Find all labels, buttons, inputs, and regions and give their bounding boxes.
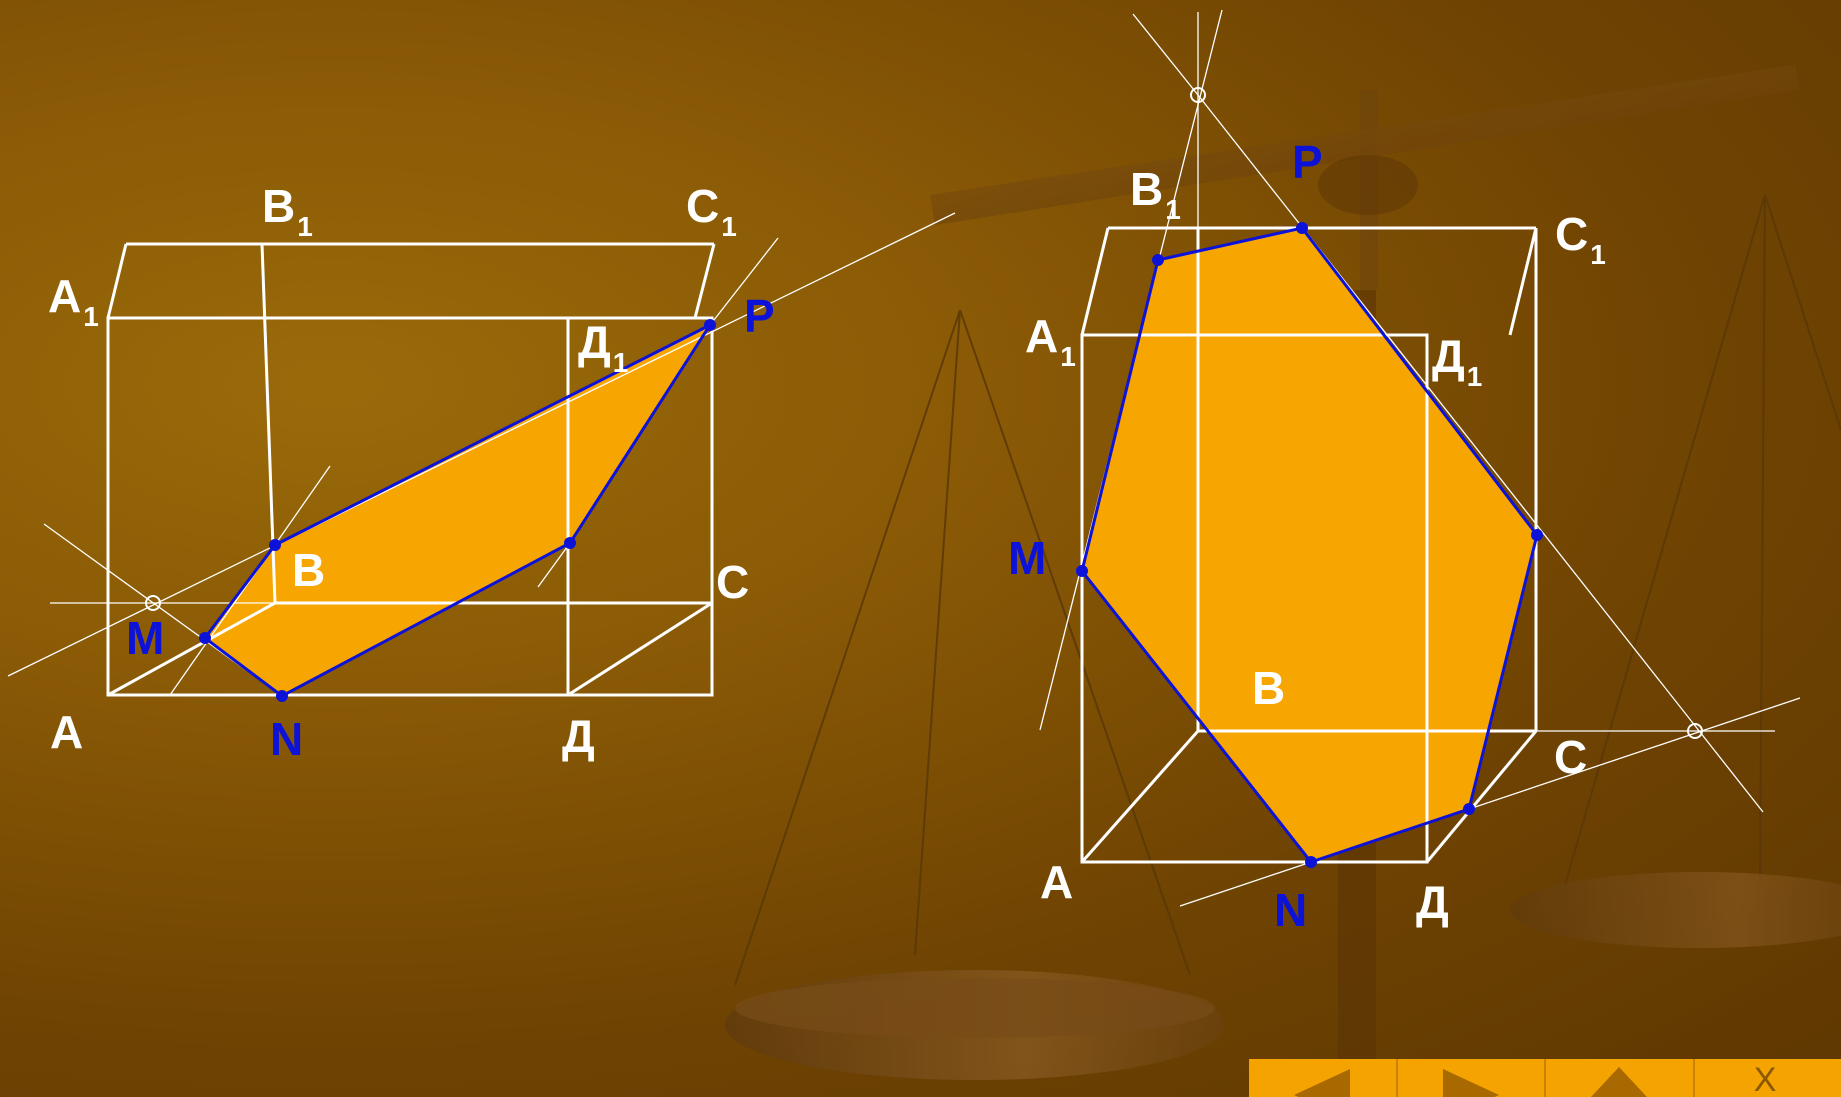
- right-label-D: Д: [1416, 876, 1449, 928]
- left-section-edges: [202, 321, 715, 698]
- left-label-A: A: [50, 706, 83, 758]
- home-button[interactable]: [1546, 1059, 1695, 1097]
- close-button[interactable]: X: [1695, 1059, 1841, 1097]
- slide-navigation-bar: X: [1249, 1059, 1841, 1097]
- right-points: [1076, 87, 1703, 868]
- left-label-P: P: [744, 290, 775, 342]
- svg-text:C1: C1: [1555, 208, 1606, 270]
- triangle-right-icon: [1442, 1069, 1499, 1097]
- right-label-P: P: [1292, 136, 1323, 188]
- right-figure: A1 B1 C1 Д1 A B C Д M N P: [1008, 9, 1801, 936]
- close-icon: X: [1753, 1061, 1777, 1097]
- right-label-M: M: [1008, 532, 1046, 584]
- triangle-left-icon: [1294, 1069, 1351, 1097]
- right-label-B: B: [1252, 662, 1285, 714]
- svg-text:A1: A1: [1025, 310, 1076, 372]
- svg-text:Д1: Д1: [578, 316, 628, 378]
- svg-text:A1: A1: [48, 270, 99, 332]
- left-label-M: M: [126, 612, 164, 664]
- right-label-A: A: [1040, 856, 1073, 908]
- left-label-N: N: [270, 713, 303, 765]
- right-label-C: C: [1554, 731, 1587, 783]
- svg-text:B1: B1: [262, 180, 313, 242]
- right-label-N: N: [1274, 884, 1307, 936]
- right-prism-edges: [1080, 226, 1538, 864]
- left-label-B: B: [292, 544, 325, 596]
- svg-text:Д1: Д1: [1432, 330, 1482, 392]
- left-label-D: Д: [562, 710, 595, 762]
- right-vertex-labels: A1 B1 C1 Д1 A B C Д M N P: [1008, 136, 1606, 936]
- svg-text:B1: B1: [1130, 163, 1181, 225]
- left-vertex-labels: A1 B1 C1 Д1 A B C Д M N P: [48, 180, 775, 765]
- left-points: [145, 319, 716, 702]
- next-slide-button[interactable]: [1398, 1059, 1546, 1097]
- right-section-polygon: [1082, 228, 1537, 862]
- svg-text:C1: C1: [686, 180, 737, 242]
- left-label-C: C: [716, 556, 749, 608]
- left-section-polygon: [205, 325, 710, 696]
- balance-scale-background: [725, 65, 1841, 1080]
- left-figure: A1 B1 C1 Д1 A B C Д M N P: [7, 180, 956, 765]
- previous-slide-button[interactable]: [1249, 1059, 1398, 1097]
- triangle-up-icon: [1591, 1067, 1648, 1097]
